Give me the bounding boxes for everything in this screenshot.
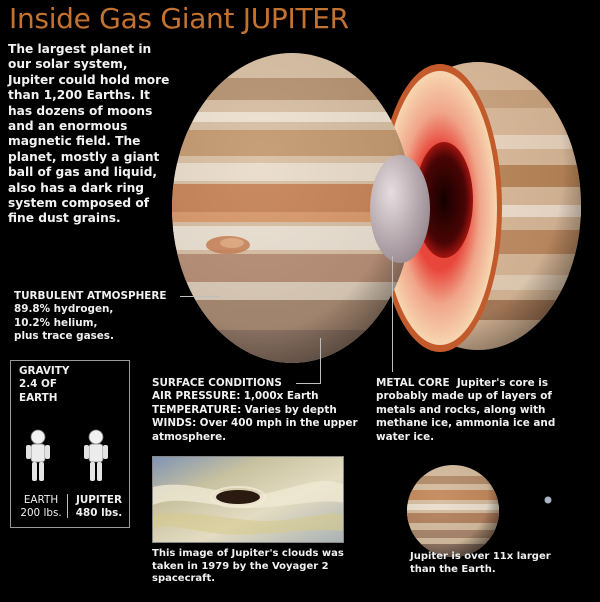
earth-weight-label: EARTH 200 lbs. [17, 494, 65, 521]
page-title: Inside Gas Giant JUPITER [9, 2, 349, 35]
jupiter-weight: 480 lbs. [75, 507, 123, 520]
jupiter-label: JUPITER [76, 494, 122, 506]
gravity-heading-line: EARTH [19, 391, 58, 404]
winds-row: WINDS: Over 400 mph in the upper atmosph… [152, 417, 367, 444]
atmosphere-heading: TURBULENT ATMOSPHERE [14, 290, 167, 302]
air-pressure-row: AIR PRESSURE: 1,000x Earth [152, 390, 367, 403]
surface-heading: SURFACE CONDITIONS [152, 377, 282, 389]
metal-core-callout: METAL CORE Jupiter's core is probably ma… [376, 377, 566, 444]
surface-leader-vertical [320, 338, 321, 384]
gravity-heading-line: 2.4 OF [19, 378, 57, 391]
gravity-heading-line: GRAVITY [19, 365, 70, 377]
winds-label: WINDS: [152, 417, 197, 430]
pressure-label: AIR PRESSURE: [152, 390, 241, 403]
temperature-label: TEMPERATURE: [152, 403, 242, 416]
surface-conditions-callout: SURFACE CONDITIONS AIR PRESSURE: 1,000x … [152, 377, 367, 444]
atmosphere-leader-line [180, 296, 220, 297]
size-comparison-caption: Jupiter is over 11x larger than the Eart… [410, 551, 551, 575]
gravity-heading: GRAVITY 2.4 OF EARTH [19, 365, 69, 405]
atmosphere-callout: TURBULENT ATMOSPHERE 89.8% hydrogen, 10.… [14, 290, 184, 344]
earth-weight: 200 lbs. [20, 507, 62, 520]
core-leader-line [392, 256, 393, 372]
atmosphere-line: plus trace gases. [14, 330, 114, 343]
voyager-cloud-image [152, 456, 344, 543]
temperature-row: TEMPERATURE: Varies by depth [152, 404, 367, 417]
temperature-value: Varies by depth [244, 403, 337, 416]
gravity-divider [67, 494, 68, 518]
pressure-value: 1,000x Earth [243, 390, 319, 403]
gravity-panel: GRAVITY 2.4 OF EARTH EARTH 200 lbs. JUPI… [10, 360, 130, 528]
core-description: Jupiter's core is probably made up of la… [376, 377, 556, 443]
astronaut-earth-icon [26, 429, 50, 481]
voyager-cloud-graphic [153, 457, 343, 542]
intro-paragraph: The largest planet in our solar system, … [8, 42, 170, 226]
atmosphere-line: 89.8% hydrogen, [14, 303, 114, 316]
core-heading: METAL CORE [376, 377, 450, 389]
surface-leader-horizontal [296, 383, 321, 384]
jupiter-weight-label: JUPITER 480 lbs. [71, 494, 127, 521]
voyager-caption: This image of Jupiter's clouds was taken… [152, 548, 344, 584]
winds-value: Over 400 mph in the upper atmosphere. [152, 417, 358, 443]
atmosphere-line: 10.2% helium, [14, 316, 98, 329]
earth-label: EARTH [23, 494, 59, 506]
astronaut-jupiter-icon [84, 429, 108, 481]
